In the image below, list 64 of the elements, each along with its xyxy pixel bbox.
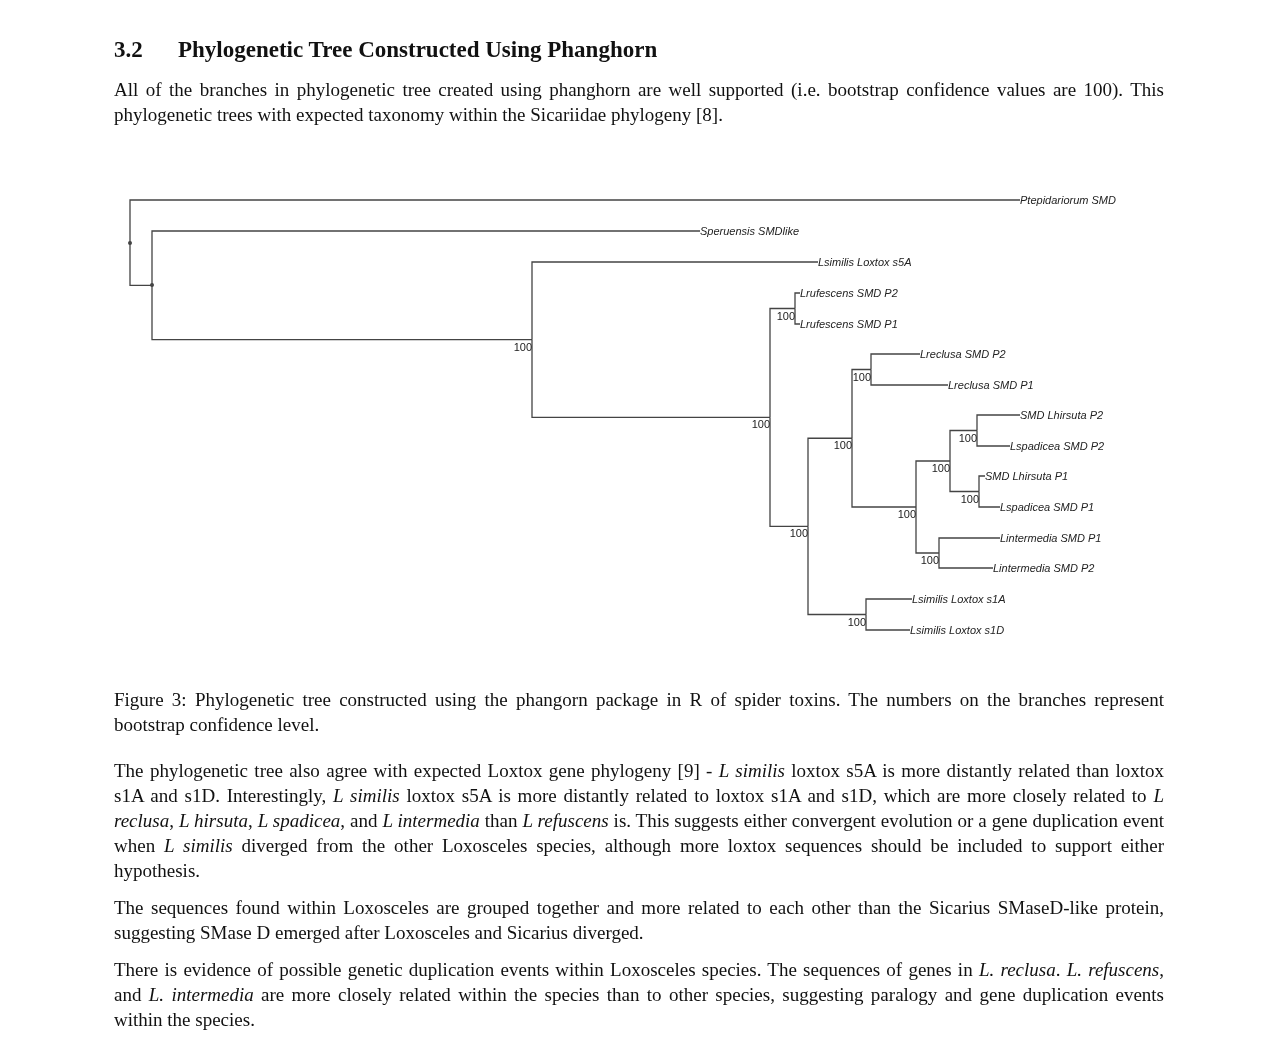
bootstrap-value: 100 bbox=[953, 431, 977, 444]
tree-branch bbox=[938, 537, 1001, 554]
bootstrap-value: 100 bbox=[926, 462, 950, 474]
bootstrap-value: 100 bbox=[746, 418, 770, 431]
tree-branch bbox=[794, 292, 801, 310]
tree-branch bbox=[949, 429, 978, 462]
taxon-label: Speruensis SMDlike bbox=[700, 225, 800, 237]
tree-branch bbox=[851, 437, 917, 508]
bootstrap-value: 100 bbox=[771, 309, 795, 322]
bootstrap-value: 100 bbox=[842, 615, 866, 628]
tree-branch bbox=[978, 475, 986, 493]
tree-branch bbox=[938, 552, 994, 569]
tree-branch bbox=[129, 199, 1021, 244]
bootstrap-value: 100 bbox=[847, 370, 871, 383]
tree-branch bbox=[870, 368, 949, 386]
bootstrap-value: 100 bbox=[955, 492, 979, 505]
tree-branch bbox=[976, 429, 1011, 447]
bootstrap-value: 100 bbox=[892, 508, 916, 520]
taxon-label: SMD Lhirsuta P2 bbox=[1020, 409, 1104, 421]
tree-branch bbox=[807, 437, 853, 528]
tree-branch bbox=[531, 261, 819, 341]
tree-branch bbox=[769, 307, 796, 419]
bootstrap-value: 100 bbox=[828, 439, 852, 452]
taxon-label: Lsimilis Loxtox s1A bbox=[912, 593, 1006, 605]
section-number: 3.2 bbox=[114, 36, 143, 64]
paragraph: There is evidence of possible genetic duplication events within Loxosceles species. The sequences of genes in L. reclusa. L. refuscens, and L. intermedia are more closely related within the species than to other species, suggesting paralogy and gene duplication events within the species. bbox=[114, 958, 1164, 1032]
bootstrap-value: 100 bbox=[915, 554, 939, 566]
tree-branch bbox=[915, 460, 951, 508]
bootstrap-value: 100 bbox=[508, 340, 532, 353]
tree-branch bbox=[151, 284, 533, 341]
taxon-label: Lintermedia SMD P1 bbox=[1000, 532, 1102, 544]
taxon-label: Lreclusa SMD P2 bbox=[920, 348, 1006, 360]
branch-point bbox=[128, 240, 132, 245]
section-heading: Phylogenetic Tree Constructed Using Phanghorn bbox=[178, 36, 658, 64]
figure-caption: Figure 3: Phylogenetic tree constructed using the phangorn package in R of spider toxins. The numbers on the branches represent bootstrap confidence level. bbox=[114, 688, 1164, 737]
tree-branch bbox=[129, 242, 153, 286]
tree-branch bbox=[851, 368, 872, 439]
tree-branch bbox=[949, 460, 980, 493]
taxon-label: Lsimilis Loxtox s1D bbox=[910, 624, 1005, 636]
paragraph: The phylogenetic tree also agree with expected Loxtox gene phylogeny [9] - L similis loxtox s5A is more distantly related than loxtox s1A and s1D. Interestingly, L similis loxtox s5A is more distantly related to loxtox s1A and s1D, which are more closely related to L reclusa, L hirsuta, L spadicea, and L intermedia than L refuscens is. This suggests either convergent evolution or a gene duplication event when L similis diverged from the other Loxosceles species, although more loxtox sequences should be included to support either hypothesis. bbox=[114, 759, 1164, 883]
taxon-label: Lsimilis Loxtox s5A bbox=[818, 256, 912, 268]
taxon-label: Lintermedia SMD P2 bbox=[993, 562, 1095, 574]
tree-branch bbox=[915, 506, 940, 554]
tree-branch bbox=[807, 525, 867, 616]
tree-branch bbox=[865, 598, 913, 616]
taxon-label: Lspadicea SMD P2 bbox=[1010, 440, 1105, 452]
tree-branch bbox=[976, 414, 1021, 432]
tree-branch bbox=[794, 307, 801, 325]
tree-branch bbox=[151, 230, 701, 286]
tree-branch bbox=[769, 416, 809, 528]
tree-branch bbox=[531, 339, 771, 419]
tree-branch bbox=[865, 613, 911, 631]
taxon-label: Lreclusa SMD P1 bbox=[948, 379, 1034, 391]
tree-branch bbox=[870, 353, 921, 371]
taxon-label: SMD Lhirsuta P1 bbox=[985, 470, 1069, 482]
branch-point bbox=[150, 283, 154, 288]
taxon-label: Lrufescens SMD P2 bbox=[800, 287, 898, 299]
taxon-label: Lrufescens SMD P1 bbox=[800, 318, 898, 330]
taxon-label: Ptepidariorum SMD bbox=[1020, 194, 1116, 206]
taxon-label: Lspadicea SMD P1 bbox=[1000, 501, 1095, 513]
paragraph: The sequences found within Loxosceles are grouped together and more related to each other than the Sicarius SMaseD-like protein, suggesting SMase D emerged after Loxosceles and Sicarius diverged. bbox=[114, 896, 1164, 945]
tree-branch bbox=[978, 490, 1001, 508]
bootstrap-value: 100 bbox=[784, 527, 808, 540]
paragraph: All of the branches in phylogenetic tree created using phanghorn are well supported (i.e. bootstrap confidence values are 100). This phylogenetic trees with expected taxonomy within the Sicariidae phylogeny [8]. bbox=[114, 78, 1164, 127]
